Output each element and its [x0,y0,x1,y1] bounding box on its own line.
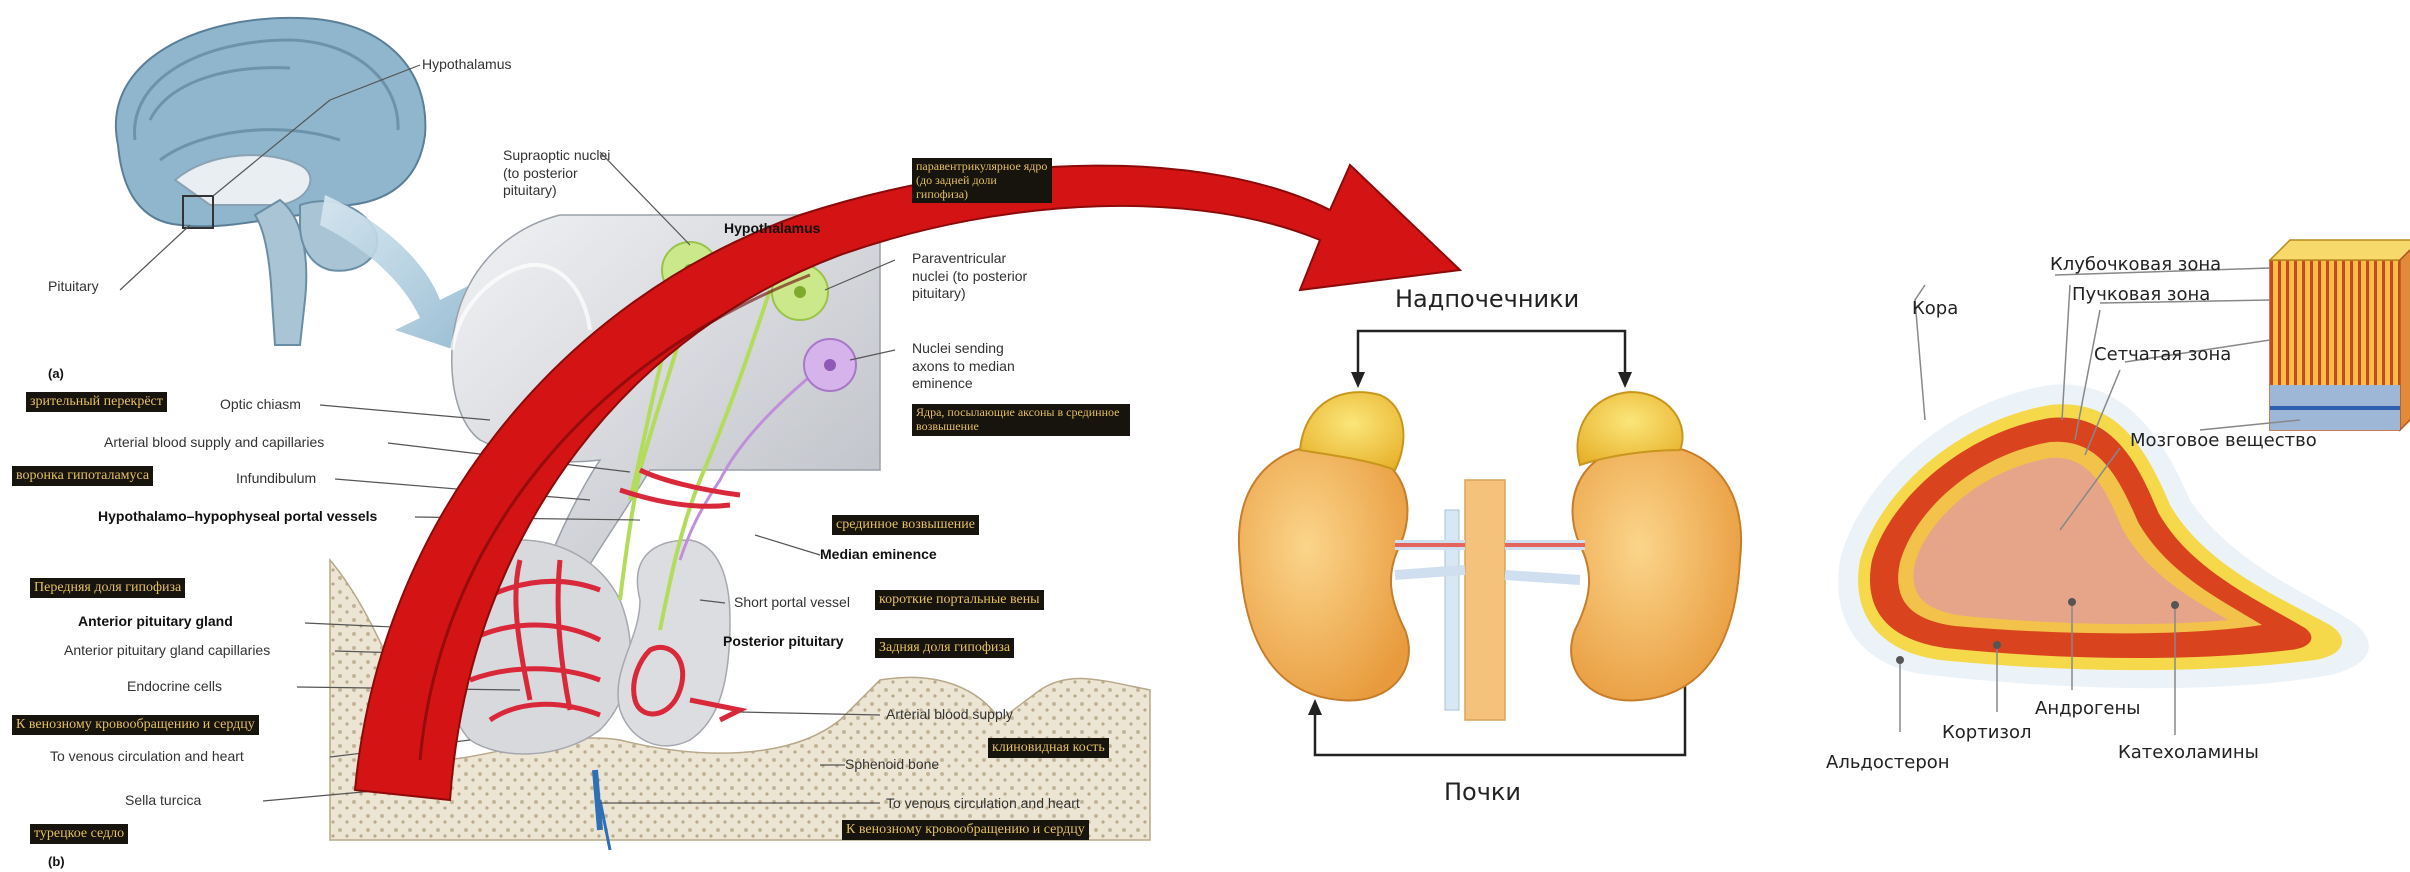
ru-sphenoid-label: клиновидная кость [988,738,1109,758]
ru-sella-label: турецкое седло [30,824,128,844]
ru-nuclei-sending-label: Ядра, посылающие аксоны в срединное возв… [912,404,1130,436]
ru-anterior-lobe-label: Передняя доля гипофиза [30,578,185,598]
panel-a-marker: (a) [48,366,64,382]
ru-optic-chiasm-label: зрительный перекрёст [26,392,167,412]
venous-right-label: To venous circulation and heart [886,795,1080,813]
anterior-capillaries-label: Anterior pituitary gland capillaries [64,642,270,660]
posterior-pituitary-label: Posterior pituitary [723,633,844,651]
ru-median-eminence-label: срединное возвышение [832,515,979,535]
arterial-supply-label: Arterial blood supply [886,706,1013,724]
catecholamines-label: Катехоламины [2118,742,2259,763]
sphenoid-label: Sphenoid bone [845,756,939,774]
medulla-label: Мозговое вещество [2130,430,2317,451]
cortex-label: Кора [1912,298,1958,319]
venous-left-label: To venous circulation and heart [50,748,244,766]
brain-pituitary-label: Pituitary [48,278,99,296]
ru-short-portal-label: короткие портальные вены [875,590,1044,610]
optic-chiasm-label: Optic chiasm [220,396,301,414]
nuclei-sending-label: Nuclei sending axons to median eminence [912,340,1032,393]
endocrine-cells-label: Endocrine cells [127,678,222,696]
adrenals-title: Надпочечники [1395,285,1579,313]
ru-infundibulum-label: воронка гипоталамуса [12,466,153,486]
ru-paraventricular-label: паравентрикулярное ядро (до задней доли … [912,158,1052,203]
fascicular-zone-label: Пучковая зона [2072,284,2210,305]
anterior-gland-label: Anterior pituitary gland [78,613,233,631]
brain-hypothalamus-label: Hypothalamus [422,56,512,74]
kidneys-title: Почки [1444,778,1521,806]
median-eminence-label: Median eminence [820,546,937,564]
ru-posterior-lobe-label: Задняя доля гипофиза [875,638,1014,658]
brain-sagittal-illustration [116,18,470,350]
paraventricular-label: Paraventricular nuclei (to posterior pit… [912,250,1032,303]
glomerular-zone-label: Клубочковая зона [2050,254,2221,275]
supraoptic-label: Supraoptic nuclei (to posterior pituitar… [503,147,613,200]
aldosterone-label: Альдостерон [1826,752,1950,773]
arterial-capillaries-label: Arterial blood supply and capillaries [104,434,324,452]
cortisol-label: Кортизол [1942,722,2032,743]
panel-b-marker: (b) [48,854,65,870]
infundibulum-label: Infundibulum [236,470,316,488]
ru-venous-left-label: К венозному кровообращению и сердцу [12,715,259,735]
hypothalamus-label: Hypothalamus [724,220,820,238]
portal-vessels-label: Hypothalamo–hypophyseal portal vessels [98,508,377,526]
sella-label: Sella turcica [125,792,201,810]
short-portal-label: Short portal vessel [734,594,850,612]
androgens-label: Андрогены [2035,698,2140,719]
kidney-adrenal-illustration [1239,331,1741,755]
ru-venous-right-label: К венозному кровообращению и сердцу [842,820,1089,840]
reticular-zone-label: Сетчатая зона [2094,344,2231,365]
